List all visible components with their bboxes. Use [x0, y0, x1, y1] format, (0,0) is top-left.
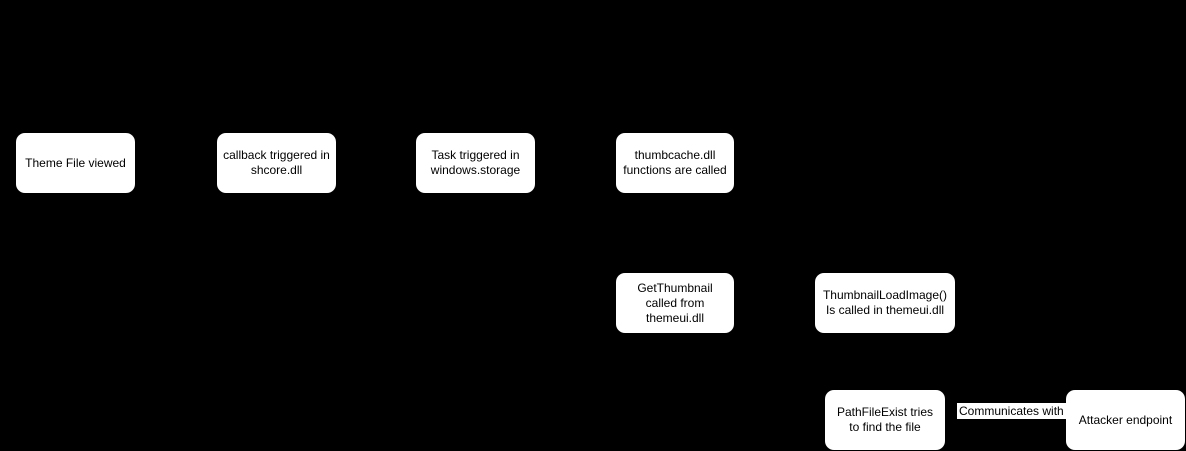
edge-label-communicates-with[interactable]: Communicates with: [957, 403, 1066, 420]
node-label: PathFileExist tries to find the file: [836, 405, 934, 434]
node-attacker-endpoint[interactable]: Attacker endpoint: [1066, 390, 1185, 450]
node-callback-shcore[interactable]: callback triggered in shcore.dll: [217, 133, 336, 193]
node-task-windows-storage[interactable]: Task triggered in windows.storage: [416, 133, 535, 193]
node-pathfileexist[interactable]: PathFileExist tries to find the file: [825, 390, 945, 450]
node-thumbcache-functions[interactable]: thumbcache.dll functions are called: [616, 133, 734, 193]
node-label: callback triggered in shcore.dll: [223, 148, 330, 177]
node-label: GetThumbnail called from themeui.dll: [637, 280, 713, 325]
node-getthumbnail-themeui[interactable]: GetThumbnail called from themeui.dll: [616, 273, 734, 333]
node-label: ThumbnailLoadImage() Is called in themeu…: [822, 288, 948, 317]
node-thumbnailloadimage[interactable]: ThumbnailLoadImage() Is called in themeu…: [815, 273, 955, 333]
node-label: Attacker endpoint: [1078, 412, 1173, 427]
node-theme-file-viewed[interactable]: Theme File viewed: [16, 133, 135, 193]
node-label: Theme File viewed: [25, 155, 126, 170]
node-label: Task triggered in windows.storage: [430, 148, 521, 177]
node-label: thumbcache.dll functions are called: [623, 148, 727, 177]
